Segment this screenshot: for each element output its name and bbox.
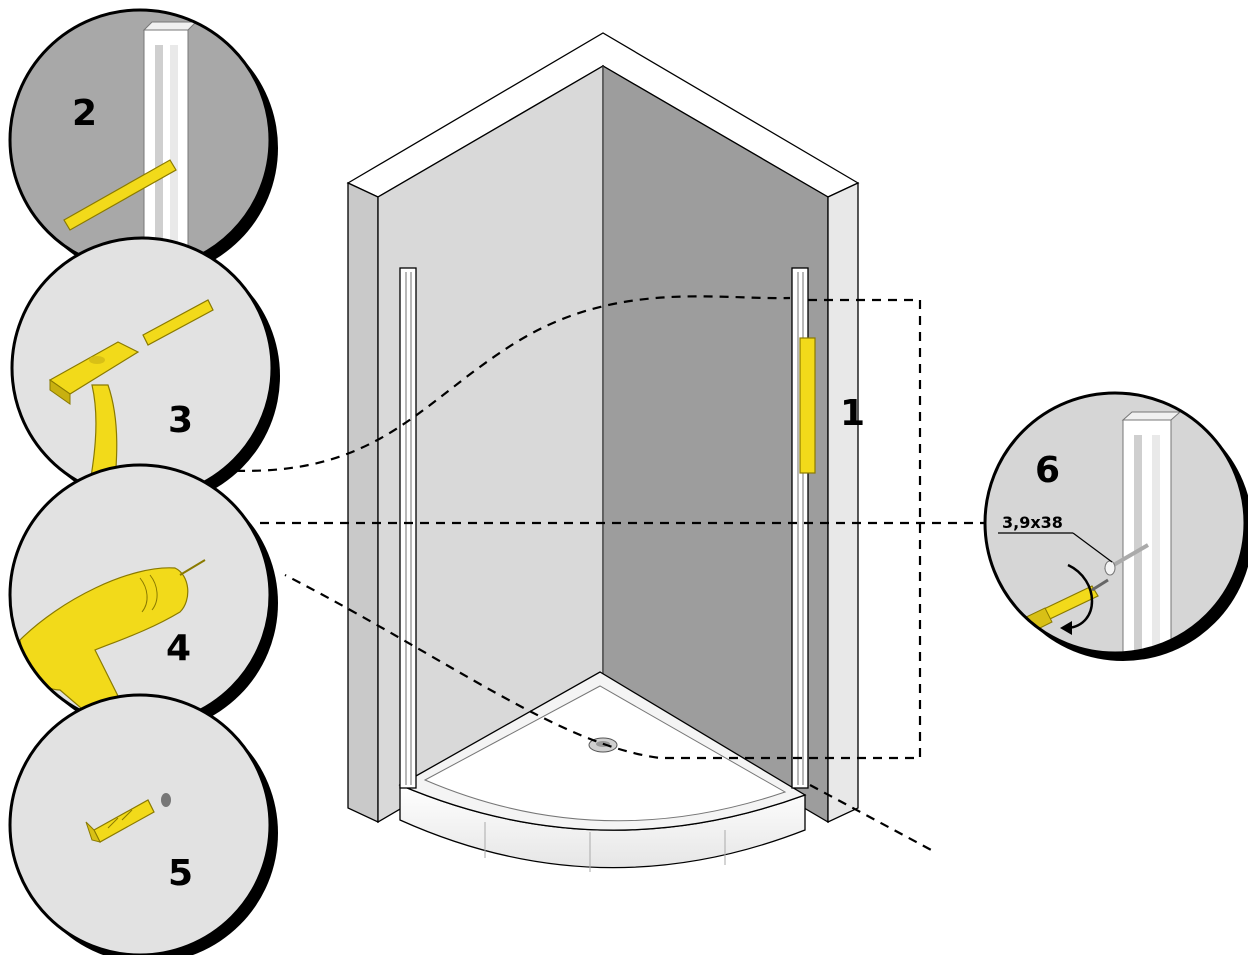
drill-hole-icon [161, 793, 171, 807]
wall-plug-icon [85, 799, 155, 843]
right-wall-profile [791, 267, 816, 789]
profile-icon [1121, 411, 1182, 653]
profile-icon [142, 21, 198, 270]
step-3-label: 3 [168, 400, 193, 441]
leader-lines [219, 295, 985, 853]
detail-circle-2: 2 [8, 8, 278, 278]
screw-spec-label: 3,9x38 [1002, 513, 1063, 532]
step-4-label: 4 [166, 628, 191, 669]
step-5-label: 5 [168, 853, 193, 894]
detail-circle-5: 5 [8, 693, 278, 955]
step-1-label: 1 [840, 393, 865, 434]
detail-circle-6: 6 3,9x38 [983, 391, 1248, 661]
shower-enclosure [346, 32, 860, 872]
step-2-label: 2 [72, 93, 97, 134]
drill-bit-icon [63, 159, 177, 231]
step-6-label: 6 [1035, 450, 1060, 491]
screw-icon [1103, 543, 1150, 576]
rotation-arrow-icon [1067, 563, 1094, 630]
shower-tray [398, 671, 807, 872]
detail-circle-4: 4 [8, 463, 278, 733]
left-wall-profile [399, 267, 417, 789]
detail-circle-3: 3 [10, 236, 280, 506]
spirit-level-icon [799, 337, 816, 474]
wall-plug-small-icon [142, 299, 214, 346]
